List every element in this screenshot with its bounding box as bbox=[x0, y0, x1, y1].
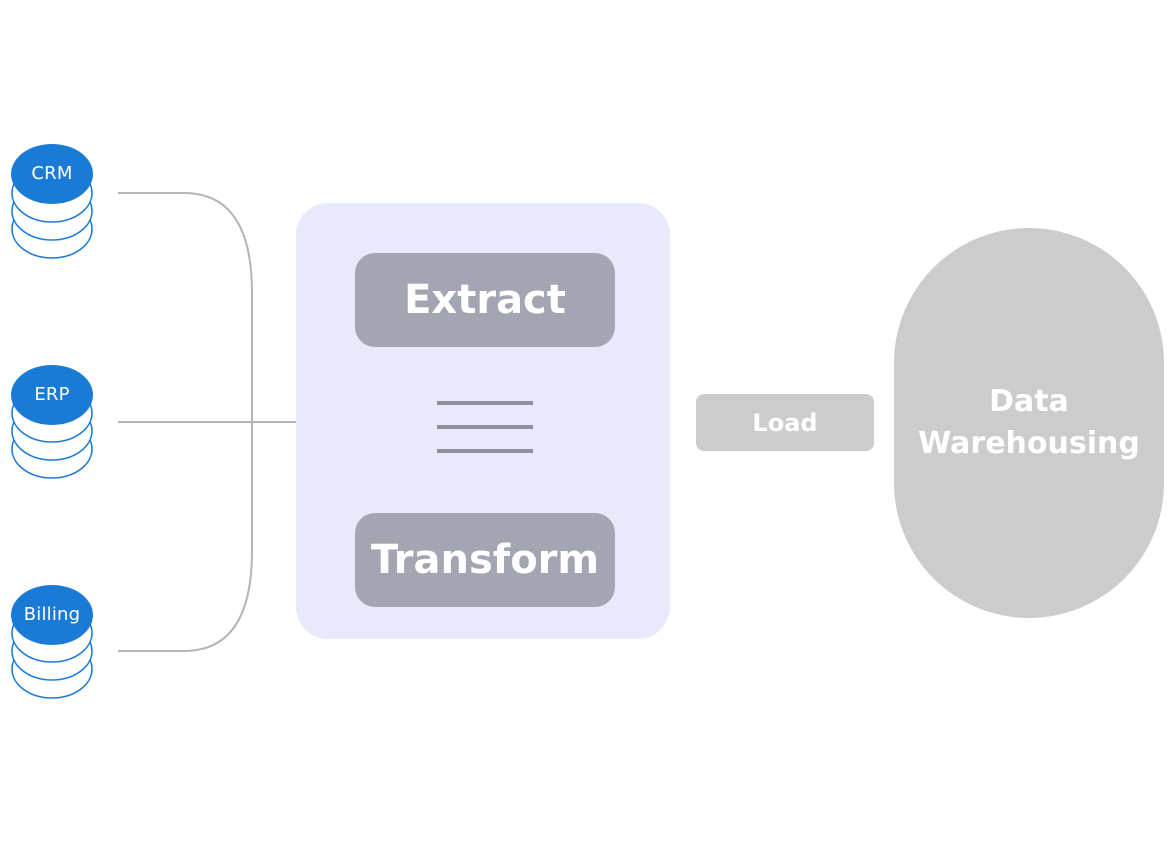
source-label-crm: CRM bbox=[31, 163, 73, 184]
database-crm-icon bbox=[11, 144, 93, 259]
menu-lines-icon bbox=[437, 401, 533, 453]
source-label-billing: Billing bbox=[23, 604, 81, 625]
extract-step: Extract bbox=[355, 253, 615, 347]
load-step: Load bbox=[696, 394, 874, 451]
transform-step: Transform bbox=[355, 513, 615, 607]
etl-container: Extract Transform bbox=[296, 203, 670, 639]
warehouse-label-line1: Data bbox=[989, 384, 1069, 419]
data-warehouse: Data Warehousing bbox=[894, 228, 1164, 618]
source-label-erp: ERP bbox=[34, 384, 70, 405]
database-billing-icon bbox=[11, 585, 93, 699]
database-erp-icon bbox=[11, 365, 93, 479]
warehouse-label-line2: Warehousing bbox=[918, 426, 1140, 461]
